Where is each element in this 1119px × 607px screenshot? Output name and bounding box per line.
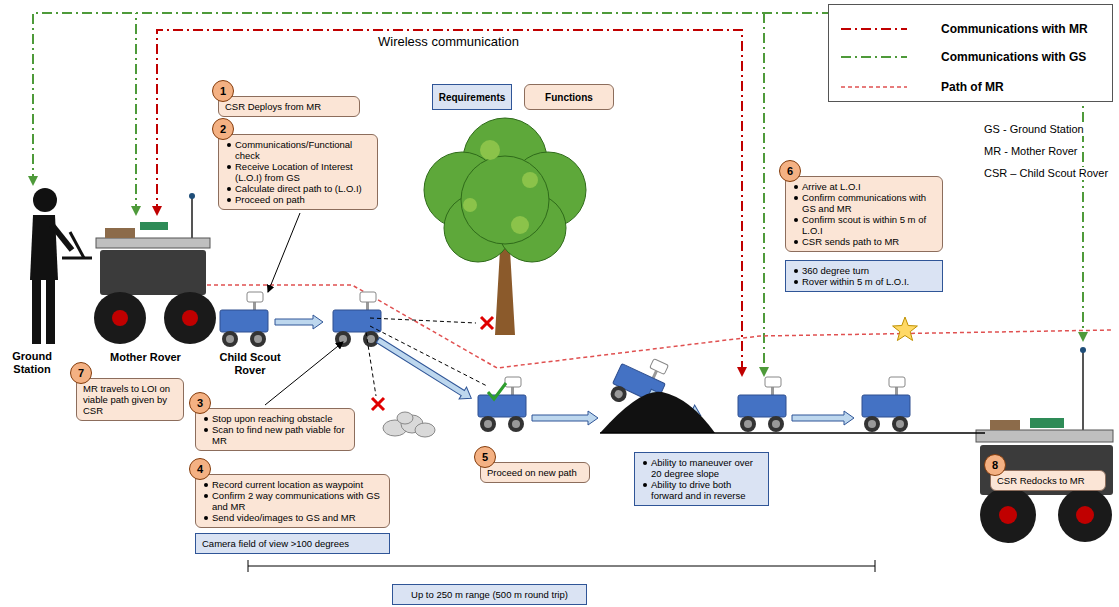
box-text: 7	[71, 363, 91, 383]
legend-row: Communications with MR	[829, 21, 1112, 37]
box-text: Proceed on new path	[487, 467, 583, 478]
function-box: CSR Deploys from MR	[218, 96, 360, 117]
legend-text: Communications with GS	[941, 49, 1086, 65]
box-text: Proceed on path	[225, 194, 371, 205]
box-text: 3	[190, 393, 210, 413]
bullet-dot	[643, 461, 647, 465]
legend-row: Communications with GS	[829, 49, 1112, 65]
bullet-dot	[794, 240, 798, 244]
legend-box: Communications with MR Communications wit…	[828, 4, 1113, 102]
bullet-dot	[227, 143, 231, 147]
legend-text: Communications with MR	[941, 21, 1088, 37]
box-text: MR travels to LOI on viable path given b…	[83, 383, 177, 416]
function-box: Record current location as waypointConfi…	[195, 474, 390, 528]
box-text: Receive Location of Interest (L.O.I) fro…	[225, 161, 371, 183]
bullet-dot	[227, 165, 231, 169]
box-text: Communications/Functional check	[225, 139, 371, 161]
box-text: Camera field of view >100 degrees	[202, 538, 383, 549]
label-text: Child Scout Rover	[212, 351, 288, 377]
bullet-dot	[204, 417, 208, 421]
bullet-dot	[794, 196, 798, 200]
step-number: 4	[189, 458, 211, 480]
function-box: Arrive at L.O.IConfirm communications wi…	[785, 176, 943, 252]
box-text: 1	[213, 81, 233, 101]
box-text: Ability to drive both forward and in rev…	[641, 479, 762, 501]
box-text: 8	[985, 455, 1005, 475]
step-number: 5	[474, 446, 496, 468]
step-number: 1	[212, 80, 234, 102]
requirement-box: Up to 250 m range (500 m round trip)	[392, 584, 587, 605]
requirement-box: Camera field of view >100 degrees	[195, 533, 390, 554]
function-box: Communications/Functional checkReceive L…	[218, 134, 378, 210]
step-number: 8	[984, 454, 1006, 476]
bullet-dot	[204, 516, 208, 520]
label-text: Wireless communication	[378, 34, 519, 50]
box-text: Rover within 5 m of L.O.I.	[792, 276, 936, 287]
legend-line	[841, 56, 907, 58]
legend-row: Path of MR	[829, 79, 1112, 95]
box-text: 4	[190, 459, 210, 479]
legend-line	[841, 28, 907, 30]
legend-text: Path of MR	[941, 79, 1004, 95]
box-text: Confirm 2 way communications with GS and…	[202, 490, 383, 512]
box-text: 2	[213, 119, 233, 139]
bullet-dot	[794, 185, 798, 189]
label-text: GS - Ground Station	[982, 123, 1086, 136]
bullet-dot	[227, 198, 231, 202]
bullet-dot	[794, 218, 798, 222]
box-text: 360 degree turn	[792, 265, 936, 276]
label-text: Mother Rover	[110, 351, 181, 364]
box-text: CSR sends path to MR	[792, 236, 936, 247]
box-text: Stop upon reaching obstacle	[202, 413, 348, 424]
legend-line	[841, 86, 907, 88]
box-text: Confirm scout is within 5 m of L.O.I	[792, 214, 936, 236]
box-text: Ability to maneuver over 20 degree slope	[641, 457, 762, 479]
label-text: CSR – Child Scout Rover	[982, 167, 1110, 180]
box-text: Functions	[545, 92, 593, 103]
requirement-box: 360 degree turnRover within 5 m of L.O.I…	[785, 260, 943, 292]
function-box: MR travels to LOI on viable path given b…	[76, 378, 184, 421]
label-text: Ground Station	[2, 350, 62, 376]
box-text: 5	[475, 447, 495, 467]
bullet-dot	[204, 483, 208, 487]
box-text: 6	[780, 161, 800, 181]
box-text: Confirm communications with GS and MR	[792, 192, 936, 214]
requirement-box: Requirements	[432, 84, 512, 110]
function-box: Proceed on new path	[480, 462, 590, 483]
box-text: Calculate direct path to (L.O.I)	[225, 183, 371, 194]
bullet-dot	[643, 483, 647, 487]
legend-line-sample	[841, 21, 911, 37]
function-box: Stop upon reaching obstacleScan to find …	[195, 408, 355, 451]
step-number: 7	[70, 362, 92, 384]
box-text: Arrive at L.O.I	[792, 181, 936, 192]
function-box: CSR Redocks to MR	[990, 470, 1106, 491]
box-text: Up to 250 m range (500 m round trip)	[411, 589, 568, 600]
bullet-dot	[204, 494, 208, 498]
step-number: 3	[189, 392, 211, 414]
requirement-box: Ability to maneuver over 20 degree slope…	[634, 452, 769, 506]
step-number: 6	[779, 160, 801, 182]
label-text: MR - Mother Rover	[982, 145, 1080, 158]
box-text: Record current location as waypoint	[202, 479, 383, 490]
bullet-dot	[204, 428, 208, 432]
box-text: CSR Deploys from MR	[225, 101, 353, 112]
box-text: Scan to find new path viable for MR	[202, 424, 348, 446]
function-box: Functions	[524, 84, 614, 110]
bullet-dot	[794, 280, 798, 284]
box-text: CSR Redocks to MR	[997, 475, 1099, 486]
legend-line-sample	[841, 49, 911, 65]
legend-line-sample	[841, 79, 911, 95]
bullet-dot	[227, 187, 231, 191]
step-number: 2	[212, 118, 234, 140]
bullet-dot	[794, 269, 798, 273]
box-text: Send video/images to GS and MR	[202, 512, 383, 523]
box-text: Requirements	[439, 92, 506, 103]
